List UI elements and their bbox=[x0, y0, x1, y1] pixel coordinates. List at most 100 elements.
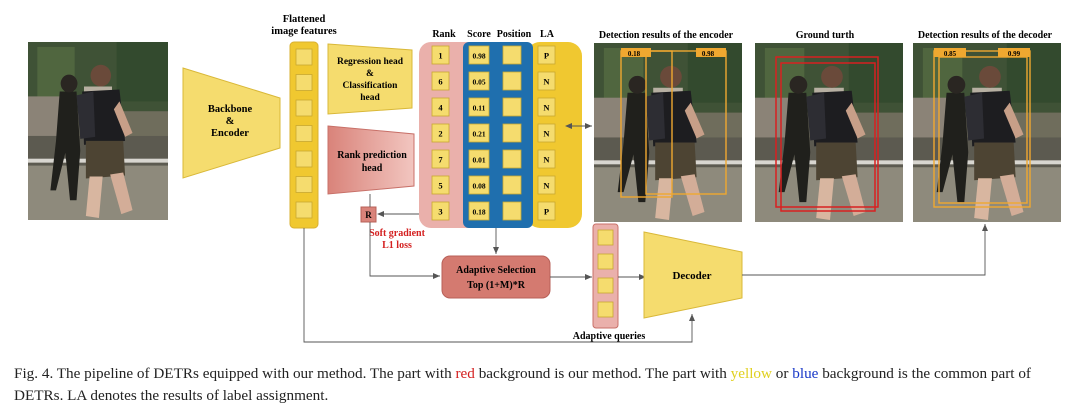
la-cell bbox=[537, 123, 556, 143]
adaptive-query-cell bbox=[597, 253, 614, 270]
flattened-label-2: image features bbox=[271, 26, 336, 37]
la-cell bbox=[537, 149, 556, 169]
rank-prediction-label-1: Rank prediction bbox=[337, 150, 407, 161]
decoder-to-results-arrow bbox=[742, 224, 988, 276]
score-value: 0.05 bbox=[472, 78, 485, 87]
ground-truth-image bbox=[755, 43, 903, 222]
decoder-label: Decoder bbox=[672, 270, 711, 282]
la-value: N bbox=[543, 103, 550, 113]
rank-value: 1 bbox=[438, 51, 442, 61]
flattened-label-1: Flattened bbox=[283, 14, 326, 25]
rank-value: 7 bbox=[438, 155, 443, 165]
score-value: 0.98 bbox=[472, 52, 485, 61]
score-value: 0.18 bbox=[472, 208, 485, 217]
position-cell bbox=[502, 45, 522, 65]
adaptive-selection-label-2: Top (1+M)*R bbox=[467, 280, 526, 291]
rank-value: 3 bbox=[438, 207, 442, 217]
la-value: N bbox=[543, 129, 550, 139]
backbone-label-2: & bbox=[226, 116, 235, 127]
backbone-encoder-block bbox=[182, 67, 281, 179]
encoder-score-2: 0.98 bbox=[702, 50, 715, 58]
score-value: 0.01 bbox=[472, 156, 485, 165]
adaptive-query-cell bbox=[597, 229, 614, 246]
score-cell bbox=[468, 201, 490, 221]
rank-cell bbox=[431, 201, 450, 221]
backbone-label-1: Backbone bbox=[208, 104, 253, 115]
score-cell bbox=[468, 123, 490, 143]
la-value: N bbox=[543, 181, 550, 191]
rank-value: 5 bbox=[438, 181, 442, 191]
score-value: 0.11 bbox=[473, 104, 486, 113]
flattened-feature-cell bbox=[295, 99, 313, 117]
rank-cell bbox=[431, 123, 450, 143]
flattened-feature-cells bbox=[295, 48, 313, 219]
score-value: 0.21 bbox=[472, 130, 485, 139]
rank-cell bbox=[431, 71, 450, 91]
score-cell bbox=[468, 149, 490, 169]
la-cell bbox=[537, 71, 556, 91]
rank-value: 6 bbox=[438, 77, 442, 87]
caption-part-4: background is the common part of DETRs. … bbox=[14, 365, 1031, 404]
rank-cell bbox=[431, 175, 450, 195]
score-value: 0.08 bbox=[472, 182, 485, 191]
adaptive-selection-label-1: Adaptive Selection bbox=[456, 265, 536, 276]
la-cell bbox=[537, 97, 556, 117]
score-cell bbox=[468, 71, 490, 91]
la-value: P bbox=[544, 207, 549, 217]
flattened-feature-cell bbox=[295, 74, 313, 91]
position-cell bbox=[502, 123, 522, 143]
adaptive-query-cells bbox=[597, 229, 614, 318]
position-cell bbox=[502, 97, 522, 117]
position-cell bbox=[502, 71, 522, 91]
rank-cell bbox=[431, 45, 450, 65]
score-cell bbox=[468, 175, 490, 195]
decoder-score-2: 0.99 bbox=[1008, 50, 1021, 58]
features-to-decoder-line bbox=[303, 228, 695, 343]
r-to-selection-line bbox=[369, 222, 440, 279]
encoder-score-1: 0.18 bbox=[628, 50, 641, 58]
decoder-results-title: Detection results of the decoder bbox=[918, 30, 1053, 41]
regression-label-3: Classification bbox=[343, 81, 399, 91]
regression-label-4: head bbox=[360, 93, 380, 103]
caption-part-3: or bbox=[772, 365, 793, 382]
column-header-rank: Rank bbox=[432, 29, 456, 40]
position-cell bbox=[502, 175, 522, 195]
rank-value: 4 bbox=[438, 103, 443, 113]
rank-prediction-label-2: head bbox=[362, 163, 383, 174]
ground-truth-title: Ground turth bbox=[796, 30, 855, 41]
adaptive-query-cell bbox=[597, 277, 614, 294]
position-cell bbox=[502, 149, 522, 169]
input-image bbox=[28, 42, 168, 220]
decoder-score-1: 0.85 bbox=[944, 50, 957, 58]
column-header-position: Position bbox=[497, 29, 532, 40]
caption-red-word: red bbox=[455, 365, 475, 382]
adaptive-queries-label: Adaptive queries bbox=[573, 331, 646, 342]
rank-cell bbox=[431, 97, 450, 117]
r-box-label: R bbox=[365, 210, 372, 220]
column-header-la: LA bbox=[540, 29, 555, 40]
rank-cell bbox=[431, 149, 450, 169]
caption-blue-word: blue bbox=[792, 365, 819, 382]
backbone-label-3: Encoder bbox=[211, 128, 249, 139]
la-cell bbox=[537, 45, 556, 65]
adaptive-selection-block bbox=[441, 255, 551, 299]
adaptive-query-cell bbox=[597, 301, 614, 318]
flattened-feature-cell bbox=[295, 176, 313, 193]
soft-gradient-label-2: L1 loss bbox=[382, 240, 412, 251]
position-cell bbox=[502, 201, 522, 221]
la-cell bbox=[537, 201, 556, 221]
encoder-results-title: Detection results of the encoder bbox=[599, 30, 734, 41]
caption-part-2: background is our method. The part with bbox=[474, 365, 731, 382]
flattened-feature-cell bbox=[295, 201, 313, 219]
regression-label-2: & bbox=[366, 69, 374, 79]
caption-part-1: Fig. 4. The pipeline of DETRs equipped w… bbox=[14, 365, 456, 382]
la-cell bbox=[537, 175, 556, 195]
flattened-feature-cell bbox=[295, 48, 313, 66]
la-value: P bbox=[544, 51, 549, 61]
la-value: N bbox=[543, 155, 550, 165]
decoder-block bbox=[643, 231, 743, 319]
score-cell bbox=[468, 97, 490, 117]
encoder-results-image bbox=[594, 43, 742, 222]
decoder-results-image bbox=[913, 43, 1061, 222]
